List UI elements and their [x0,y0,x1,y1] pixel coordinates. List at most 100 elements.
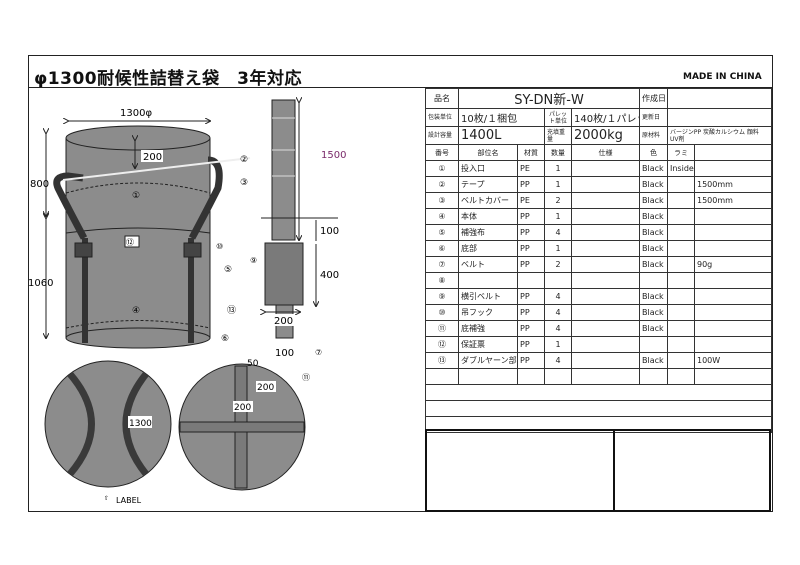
table-cell [571,336,640,353]
table-cell: PP [517,208,545,225]
marker-7: ⑦ [315,348,322,357]
column-header: 部位名 [458,144,518,161]
table-cell [517,368,545,385]
created-label: 作成日 [639,88,668,109]
table-cell [544,272,572,289]
table-cell [425,368,459,385]
table-cell [667,352,695,369]
belt-width-label: 200 [274,316,293,327]
table-cell: PP [517,176,545,193]
table-cell: ダブルヤーン部 [458,352,518,369]
table-cell [667,256,695,273]
table-cell [694,240,772,257]
box-divider [613,431,615,510]
table-cell [667,336,695,353]
body-height-label: 1060 [28,278,53,289]
made-in-label: MADE IN CHINA [683,72,762,82]
top-view-circle [44,360,172,488]
table-cell: Black [639,288,668,305]
name-label: 品名 [425,88,459,109]
label-text: LABEL [116,496,142,505]
table-row: ⑧ [425,272,772,289]
table-cell: Inside [667,160,695,177]
table-cell: Black [639,208,668,225]
table-cell [517,272,545,289]
table-cell [571,208,640,225]
table-cell: 補強布 [458,224,518,241]
table-cell: ② [425,176,459,193]
blank-row [425,400,772,417]
table-cell: PE [517,192,545,209]
table-cell: PP [517,352,545,369]
load-label: 充填重量 [544,126,572,145]
table-cell [639,272,668,289]
created-value [667,88,772,109]
table-cell [544,368,572,385]
bag-drawing: 1300φ 200 800 1060 ⑫ ① ④ ② ③ ⑩ ⑤ ⑬ ⑥ 150… [28,88,346,505]
table-cell: 横引ベルト [458,288,518,305]
blank-row [425,416,772,433]
table-cell [458,272,518,289]
table-cell: 2 [544,192,572,209]
belt-seg1-label: 100 [320,226,339,237]
marker-4: ④ [132,306,140,316]
column-header: 数量 [544,144,572,161]
table-cell: Black [639,176,668,193]
material-label: 原材料 [639,126,668,145]
drawing-frame [28,55,773,512]
table-cell: 4 [544,288,572,305]
table-cell: ベルト [458,256,518,273]
table-cell: Black [639,192,668,209]
table-cell: PE [517,160,545,177]
title-divider [28,87,773,88]
table-cell: 底部 [458,240,518,257]
table-cell: PP [517,224,545,241]
table-cell [667,240,695,257]
table-cell [694,208,772,225]
skirt-label: 200 [143,152,162,163]
table-cell: ⑧ [425,272,459,289]
table-cell [667,176,695,193]
table-cell: ⑬ [425,352,459,369]
circle-1300-label: 1300 [129,419,152,429]
table-cell: ⑨ [425,288,459,305]
updated-label: 更新日 [639,108,668,127]
bottom-200a-label: 200 [257,383,274,393]
table-cell: ③ [425,192,459,209]
table-cell [571,272,640,289]
material-value: バージンPP 炭酸カルシウム 顔料 UV剤 [667,126,772,145]
diameter-label: 1300φ [120,108,152,119]
table-cell [667,368,695,385]
table-cell: ⑫ [425,336,459,353]
table-cell: ④ [425,208,459,225]
table-cell: 1 [544,160,572,177]
pallet-value: 140枚/１パレット [571,108,640,127]
table-cell [571,224,640,241]
table-cell [667,208,695,225]
table-cell [571,256,640,273]
table-cell [571,176,640,193]
table-cell: 4 [544,224,572,241]
table-cell [694,320,772,337]
table-cell: 吊フック [458,304,518,321]
loop-patch-right [183,242,202,258]
marker-9: ⑨ [250,256,257,265]
marker-5: ⑤ [224,265,232,275]
table-cell: Black [639,304,668,321]
table-cell [571,320,640,337]
marker-13: ⑬ [227,305,236,316]
spec-table: 品名 SY-DN新-W 作成日 包装単位 10枚/１梱包 パレット単位 140枚… [425,88,772,433]
table-cell [667,272,695,289]
table-row [425,368,772,385]
table-cell: 4 [544,320,572,337]
table-cell: ⑥ [425,240,459,257]
table-cell: ① [425,160,459,177]
table-cell [667,320,695,337]
table-cell: 本体 [458,208,518,225]
